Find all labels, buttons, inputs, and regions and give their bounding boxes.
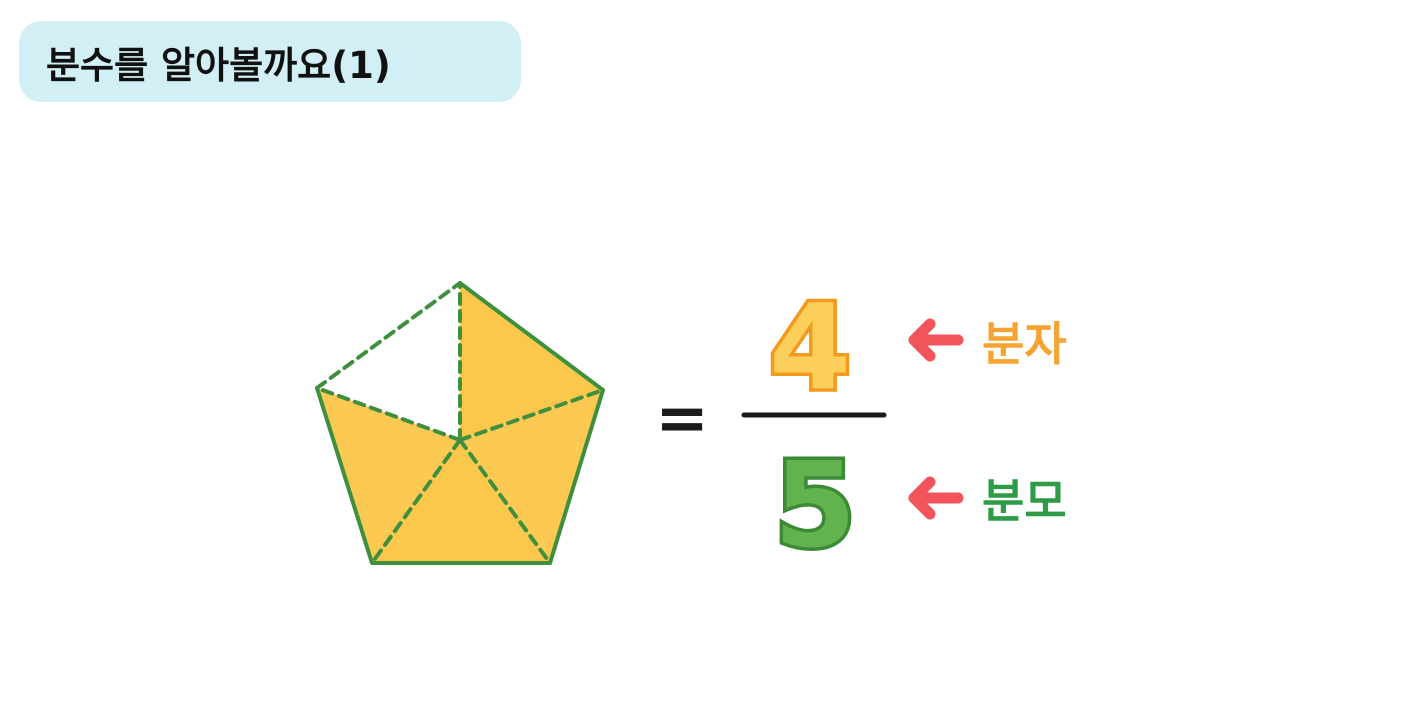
pentagon-part-shaded-4 — [317, 388, 460, 563]
numerator-label: 분자 — [982, 317, 1067, 371]
denominator-label: 분모 — [982, 474, 1067, 528]
pentagon-dashed-edge — [315, 281, 462, 390]
equals-sign: = — [655, 382, 709, 456]
title-badge: 분수를 알아볼까요(1) — [19, 21, 521, 102]
numerator-arrow-icon — [908, 318, 964, 362]
pentagon-shape — [315, 281, 605, 565]
pentagon-outline — [315, 281, 605, 565]
pentagon-part-unshaded — [317, 283, 460, 440]
denominator-arrow-icon — [908, 476, 964, 520]
pentagon-part-shaded-3 — [372, 440, 550, 563]
numerator: 4 — [769, 278, 851, 416]
pentagon-part-shaded-2 — [460, 390, 603, 563]
pentagon-divider-lines — [315, 281, 605, 565]
denominator: 5 — [774, 436, 856, 574]
page-title: 분수를 알아볼까요(1) — [46, 43, 391, 87]
pentagon-part-shaded-1 — [460, 283, 603, 440]
